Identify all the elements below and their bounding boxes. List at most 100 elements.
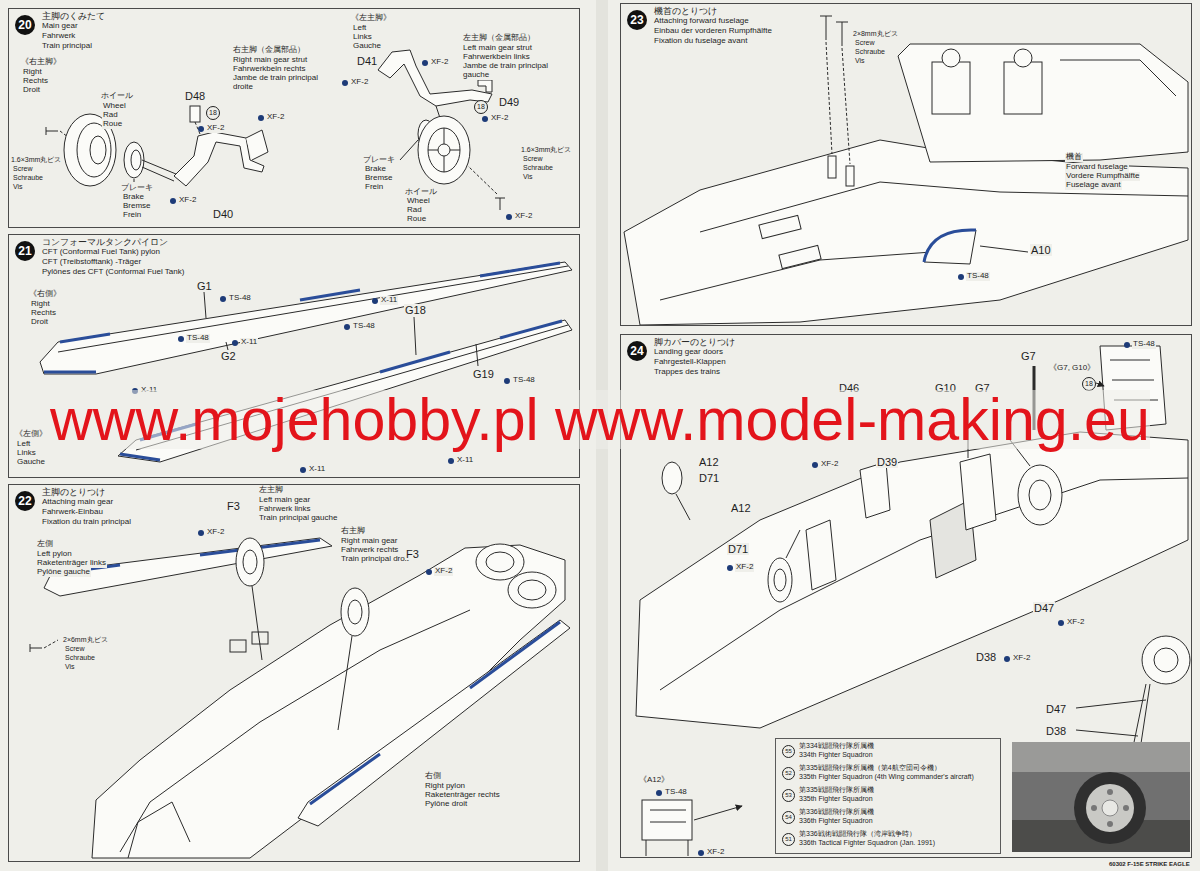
line-art — [46, 127, 58, 135]
annotation-text: Roue — [102, 120, 123, 129]
line-art — [204, 292, 206, 318]
annotation-text: Brake — [122, 193, 145, 202]
step-heading: 主脚のくみたて — [41, 12, 106, 22]
paint-code: XF-2 — [735, 563, 754, 572]
annotation-text: Fahrwerk links — [258, 505, 312, 514]
annotation-text: Rad — [406, 206, 423, 215]
annotation-text: Schraube — [522, 164, 554, 172]
paint-code: XF-2 — [820, 460, 839, 469]
annotation-text: Wheel — [406, 197, 431, 206]
annotation-text: Screw — [12, 165, 33, 173]
marking-text: 336th Fighter Squadron — [798, 817, 874, 825]
marking-text: 335th Fighter Squadron (4th Wing command… — [798, 773, 975, 781]
line-art — [478, 80, 492, 92]
line-art — [960, 454, 996, 530]
annotation-text: Screw — [64, 645, 85, 653]
right-main-gear — [46, 106, 268, 186]
line-art — [400, 140, 418, 160]
step-number: 23 — [627, 10, 647, 30]
callout-number: 18 — [474, 100, 488, 114]
marking-number: 53 — [782, 789, 795, 802]
annotation-text: Left pylon — [36, 550, 73, 559]
step-heading: Pylônes des CFT (Conformal Fuel Tank) — [41, 268, 185, 277]
part-number: G19 — [472, 368, 495, 380]
annotation-text: Train principal droit — [340, 555, 410, 564]
annotation-text: Fahrwerkbein rechts — [232, 65, 306, 74]
line-art — [428, 128, 460, 172]
marking-number: 51 — [782, 833, 795, 846]
annotation-text: Forward fuselage — [1065, 163, 1129, 172]
annotation-text: Left — [16, 440, 31, 449]
line-art — [779, 245, 821, 268]
paint-code: TS-48 — [512, 376, 536, 385]
line-art — [40, 262, 572, 374]
step-heading: Fixation du fuselage avant — [653, 37, 748, 46]
annotation-text: 2×8mm丸ビス — [852, 30, 899, 38]
marking-text: 336th Tactical Fighter Squadron (Jan. 19… — [798, 839, 936, 847]
paint-code: X-11 — [456, 456, 474, 465]
footer-text: 60302 F-15E STRIKE EAGLE — [1108, 861, 1191, 868]
line-art — [662, 462, 682, 494]
part-number: D40 — [212, 208, 234, 220]
step-heading: Einbau der vorderen Rumpfhälfte — [653, 27, 773, 36]
line-art — [1123, 805, 1129, 811]
line-art — [508, 572, 556, 608]
line-art — [414, 317, 416, 355]
annotation-text: 2×6mm丸ビス — [62, 636, 109, 644]
step-number: 24 — [627, 341, 647, 361]
step-panel: 22主脚のとりつけAttaching main gearFahrwerk-Ein… — [8, 484, 580, 862]
annotation-text: Jambe de train principal droite — [232, 74, 334, 92]
line-art — [1029, 480, 1051, 510]
marking-number: 54 — [782, 811, 795, 824]
line-art — [468, 166, 497, 194]
annotation-text: 《G7, G10》 — [1048, 364, 1096, 373]
paint-code: XF-2 — [514, 212, 533, 221]
paint-code: TS-48 — [966, 272, 990, 281]
annotation-text: Vordere Rumpfhälfte — [1065, 172, 1140, 181]
line-art — [428, 128, 460, 172]
annotation-text: 右主脚 — [340, 527, 366, 536]
line-art — [90, 136, 106, 164]
part-number: F3 — [226, 500, 241, 512]
part-number: D47 — [1045, 703, 1067, 715]
line-art — [438, 144, 450, 156]
line-art — [131, 150, 141, 170]
annotation-text: ホイール — [100, 92, 134, 101]
paint-code: XF-2 — [1012, 654, 1031, 663]
paint-code: XF-2 — [490, 114, 509, 123]
line-art — [1014, 49, 1032, 67]
marking-text: 335th Fighter Squadron — [798, 795, 874, 803]
line-art — [624, 140, 1188, 325]
part-number: D41 — [356, 55, 378, 67]
part-number: G2 — [220, 350, 237, 362]
forward-fuselage — [624, 16, 1188, 325]
line-art — [1107, 821, 1113, 827]
line-art — [230, 640, 246, 652]
part-number: D47 — [1033, 602, 1055, 614]
line-art — [1132, 684, 1150, 752]
part-number: G18 — [404, 304, 427, 316]
annotation-text: Left main gear — [258, 496, 311, 505]
line-art — [1096, 383, 1104, 386]
line-art — [1076, 730, 1138, 736]
line-art — [44, 263, 560, 372]
annotation-text: 《A12》 — [638, 776, 670, 785]
watermark: www.mojehobby.pl www.model-making.eu — [50, 390, 1150, 449]
line-art — [58, 266, 568, 352]
line-art — [1060, 60, 1176, 96]
annotation-text: Screw — [854, 39, 875, 47]
step-heading: Attaching forward fuselage — [653, 17, 750, 26]
step-heading: コンフォーマルタンクパイロン — [41, 238, 169, 248]
line-art — [924, 230, 976, 262]
annotation-text: Frein — [122, 211, 142, 220]
annotation-text: Train principal gauche — [258, 514, 338, 523]
line-art — [694, 806, 742, 820]
marking-list-box: 55第334戦闘飛行隊所属機334th Fighter Squadron52第3… — [775, 738, 1001, 854]
part-number: D39 — [876, 456, 898, 468]
annotation-text: 1.6×3mm丸ビス — [520, 146, 572, 154]
line-art — [1012, 742, 1190, 852]
annotation-text: Vis — [522, 173, 534, 181]
line-art — [476, 344, 478, 366]
step-heading: 機首のとりつけ — [653, 7, 718, 17]
paint-code: XF-2 — [266, 113, 285, 122]
